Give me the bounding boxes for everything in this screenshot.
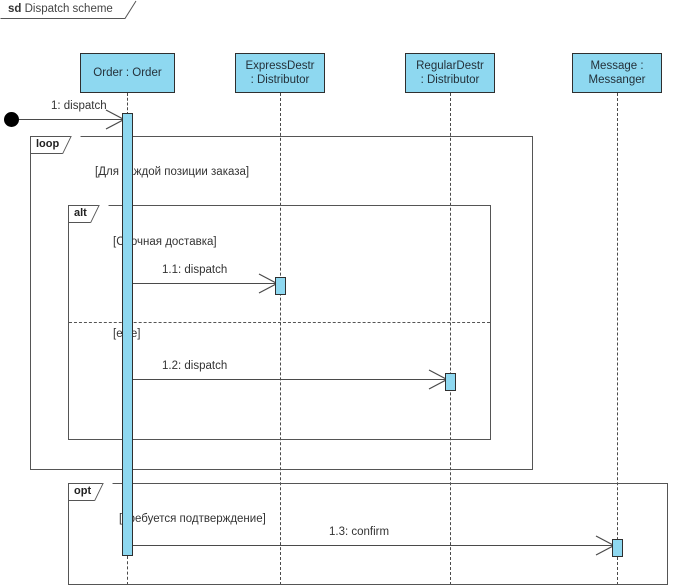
diagram-kind-label: sd [8, 3, 22, 15]
message-label-1: 1: dispatch [51, 100, 107, 112]
lifeline-label-express-line1: ExpressDestr [245, 60, 315, 72]
activation-bar-express[interactable] [275, 277, 286, 295]
fragment-alt-operator: alt [69, 206, 100, 223]
frame-tag-corner-icon [0, 0, 137, 19]
lifeline-stem-message [617, 93, 618, 585]
message-line-1[interactable] [19, 119, 122, 120]
lifeline-stem-express [280, 93, 281, 585]
message-line-1-1[interactable] [133, 283, 275, 284]
fragment-alt-divider [69, 322, 490, 323]
lifeline-stem-regular [450, 93, 451, 585]
message-label-1-3: 1.3: confirm [329, 526, 390, 538]
diagram-title: Dispatch scheme [24, 3, 113, 15]
message-line-1-2[interactable] [133, 379, 445, 380]
activation-bar-regular[interactable] [445, 373, 456, 391]
message-label-1-1: 1.1: dispatch [162, 264, 228, 276]
activation-bar-message[interactable] [612, 539, 623, 557]
lifeline-label-message-line2: Messanger [588, 74, 646, 86]
fragment-loop-guard: [Для каждой позиции заказа] [95, 166, 250, 178]
fragment-opt-operator: opt [69, 484, 105, 501]
message-line-1-3[interactable] [133, 545, 612, 546]
fragment-opt-guard: [Требуется подтверждение] [119, 513, 266, 525]
fragment-loop-operator: loop [31, 137, 73, 154]
lifeline-head-express[interactable]: ExpressDestr : Distributor [235, 53, 325, 93]
fragment-alt-guard-1: [Срочная доставка] [113, 236, 217, 248]
activation-bar-order[interactable] [122, 113, 133, 556]
lifeline-head-message[interactable]: Message : Messanger [572, 53, 662, 93]
lifeline-stem-order-bottom [127, 556, 128, 585]
lifeline-label-express-line2: : Distributor [250, 74, 310, 86]
lifeline-stem-order-top [127, 93, 128, 115]
lifeline-head-order[interactable]: Order : Order [80, 53, 175, 93]
fragment-loop[interactable] [30, 136, 533, 470]
diagram-frame-tag: sd Dispatch scheme [0, 0, 129, 19]
lifeline-label-regular-line2: : Distributor [420, 74, 480, 86]
fragment-alt[interactable] [68, 205, 491, 440]
lifeline-head-regular[interactable]: RegularDestr : Distributor [405, 53, 495, 93]
lifeline-label-regular-line1: RegularDestr [416, 60, 484, 72]
found-message-start-icon [4, 112, 19, 127]
lifeline-label-message-line1: Message : [590, 60, 644, 72]
message-label-1-2: 1.2: dispatch [162, 360, 228, 372]
lifeline-label-order-line1: Order : Order [93, 67, 162, 79]
